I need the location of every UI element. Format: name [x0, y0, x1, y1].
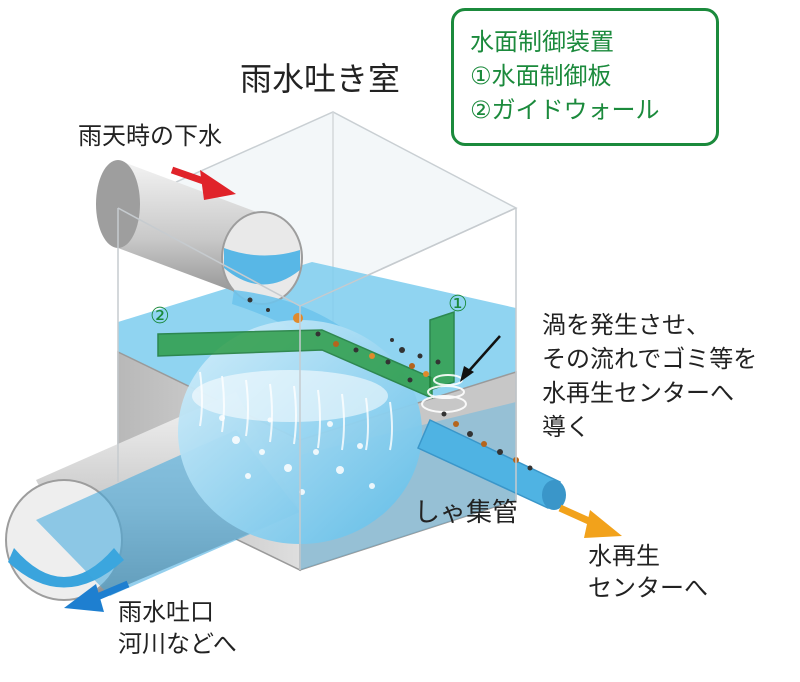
water-control-plate	[429, 310, 455, 392]
outlet-label-line-1: 雨水吐口	[118, 598, 214, 626]
vortex-note-line-3: 水再生センターへ	[542, 379, 734, 407]
debris	[247, 297, 533, 471]
vortex-note: 渦を発生させ、 その流れでゴミ等を 水再生センターへ 導く	[542, 308, 757, 444]
legend-item-2: ②ガイドウォール	[470, 96, 660, 124]
treatment-label: 水再生 センターへ	[588, 540, 708, 604]
vortex-pointer-arrow	[460, 335, 501, 382]
marker-2: ②	[150, 304, 170, 329]
vortex-note-line-4: 導く	[542, 413, 590, 441]
box-front-edges	[117, 207, 517, 570]
vortex-note-line-2: その流れでゴミ等を	[542, 345, 758, 373]
treatment-label-line-2: センターへ	[588, 574, 708, 602]
outlet-label: 雨水吐口 河川などへ	[118, 596, 237, 660]
outlet-label-line-2: 河川などへ	[118, 630, 237, 658]
inflow-label: 雨天時の下水	[78, 122, 222, 150]
legend-item-1: ①水面制御板	[470, 62, 612, 90]
interceptor-pipe-label: しゃ集管	[414, 498, 519, 528]
red-inflow-arrow	[170, 166, 236, 200]
legend-heading: 水面制御装置	[470, 28, 614, 56]
diagram-title: 雨水吐き室	[240, 60, 401, 98]
orange-treatment-arrow	[558, 504, 622, 538]
blue-outlet-arrow	[64, 580, 130, 612]
treatment-label-line-1: 水再生	[588, 542, 660, 570]
legend-box: 水面制御装置 ①水面制御板 ②ガイドウォール	[451, 8, 719, 146]
marker-1: ①	[448, 292, 468, 317]
vortex-note-line-1: 渦を発生させ、	[542, 311, 710, 339]
